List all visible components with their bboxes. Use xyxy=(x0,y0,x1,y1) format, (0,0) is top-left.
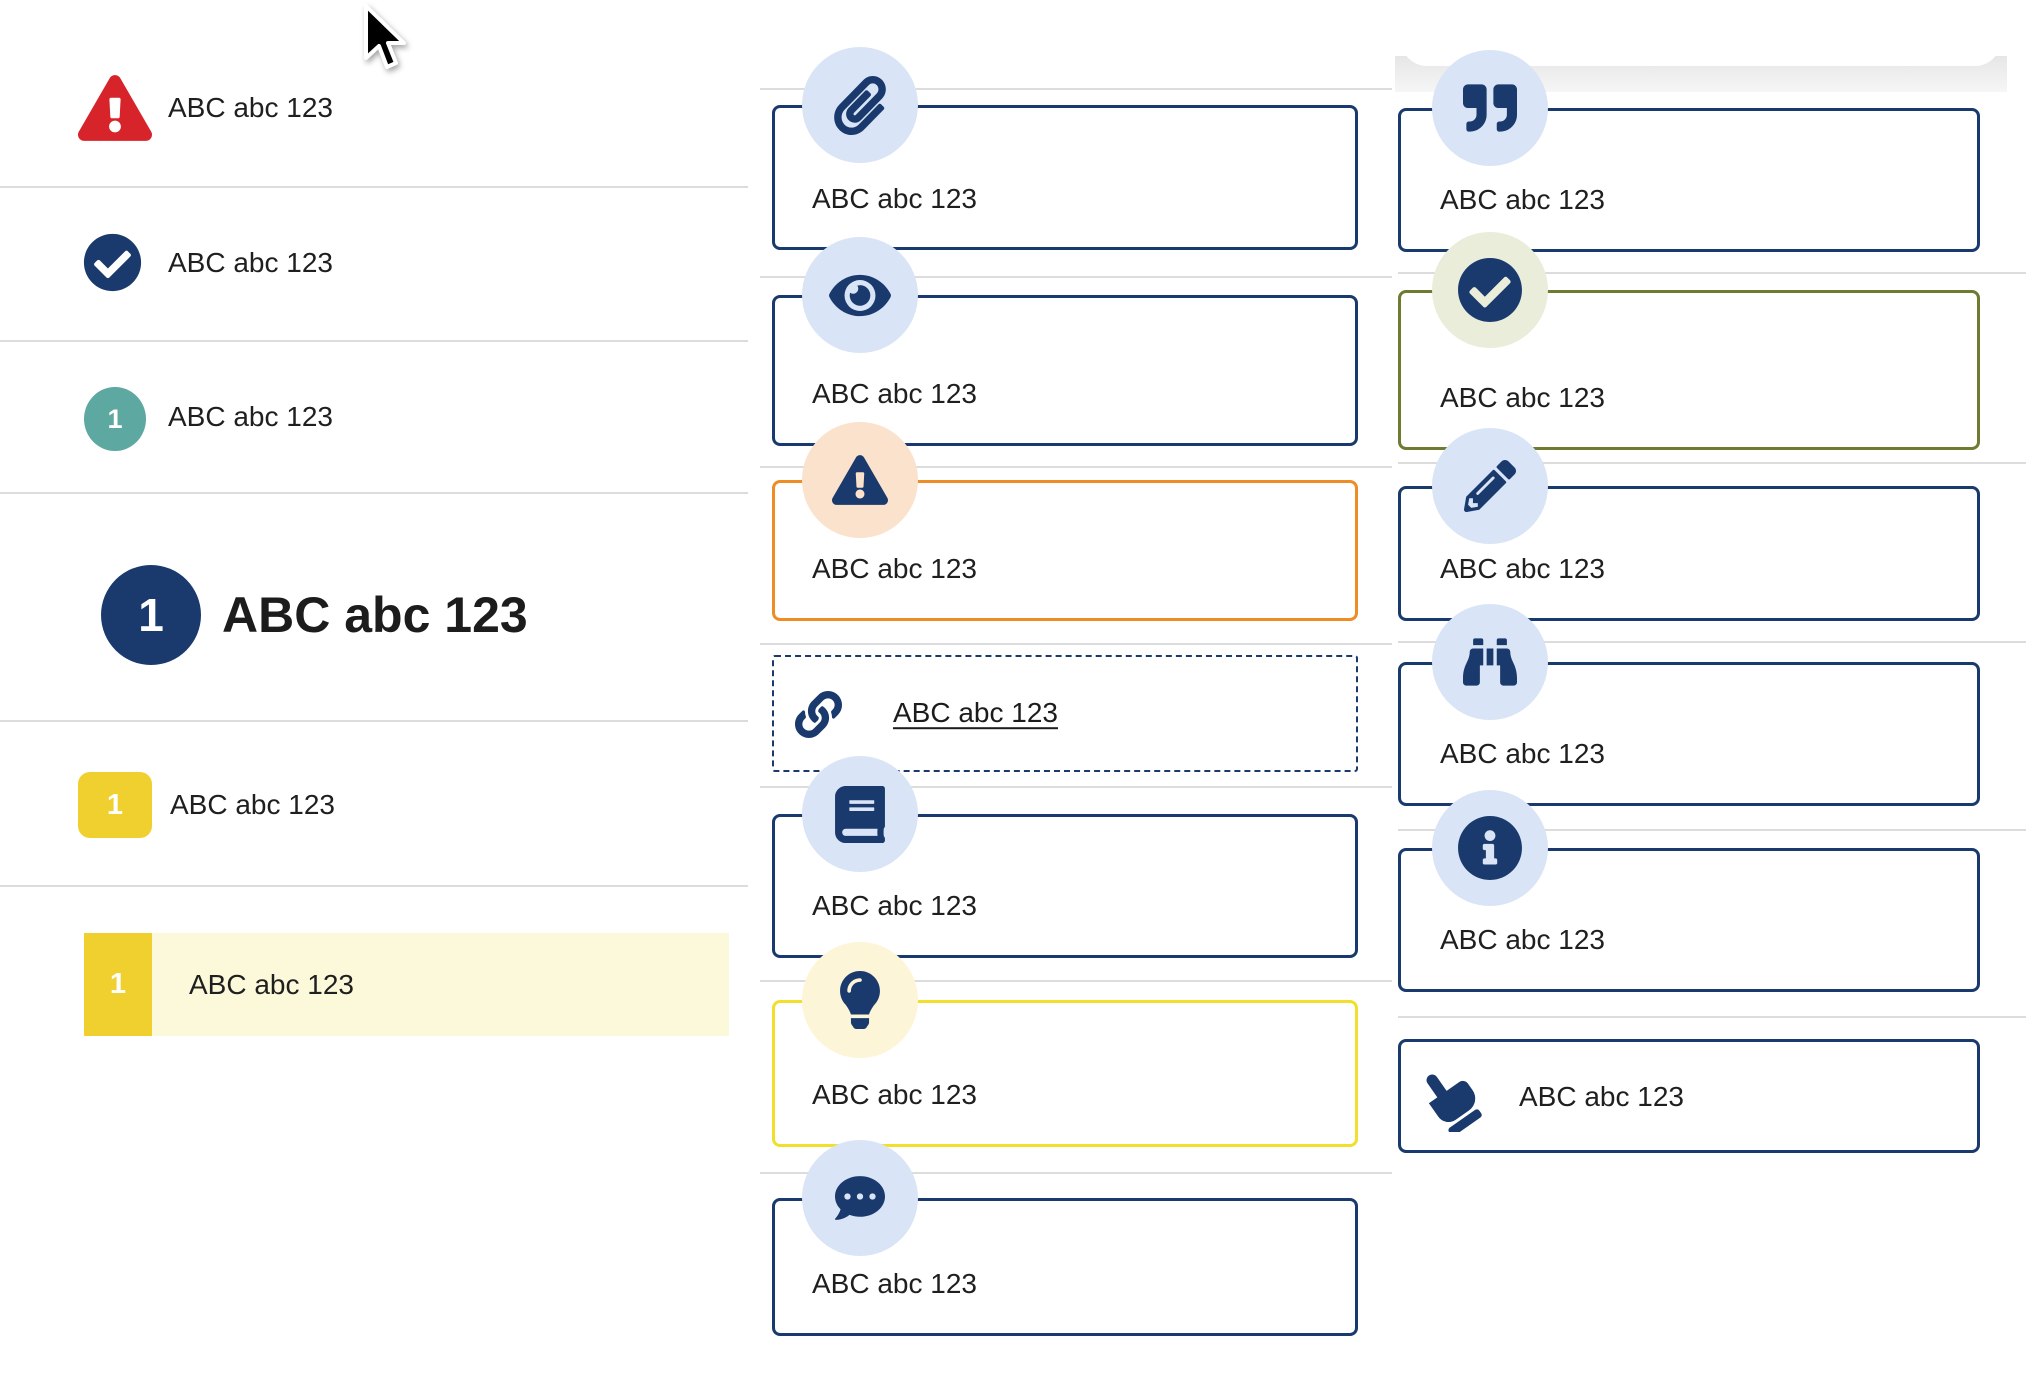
row-separator xyxy=(760,88,1392,90)
row-separator xyxy=(760,276,1392,278)
icon-circle xyxy=(802,47,918,163)
quote-icon xyxy=(1463,84,1517,132)
pointer-card xyxy=(1398,1039,1980,1153)
callout-label: ABC abc 123 xyxy=(812,183,977,215)
row-separator xyxy=(1398,829,2026,831)
icon-circle xyxy=(802,422,918,538)
binoculars-icon xyxy=(1463,638,1517,686)
callout-link[interactable]: ABC abc 123 xyxy=(893,697,1058,729)
divider xyxy=(0,492,748,494)
number-badge-square: 1 xyxy=(84,933,152,1036)
callout-label: ABC abc 123 xyxy=(812,1079,977,1111)
callout-label: ABC abc 123 xyxy=(1440,553,1605,585)
list-item-label: ABC abc 123 xyxy=(168,401,333,433)
book-icon xyxy=(835,785,885,843)
callout-label: ABC abc 123 xyxy=(812,553,977,585)
icon-circle xyxy=(802,756,918,872)
number-badge: 1 xyxy=(84,387,146,451)
row-separator xyxy=(1398,462,2026,464)
row-separator xyxy=(1398,272,2026,274)
divider xyxy=(0,340,748,342)
callout-label: ABC abc 123 xyxy=(812,890,977,922)
check-circle-icon xyxy=(83,233,142,292)
list-item-label: ABC abc 123 xyxy=(170,789,335,821)
callout-label: ABC abc 123 xyxy=(1440,382,1605,414)
divider xyxy=(0,720,748,722)
icon-circle xyxy=(802,1140,918,1256)
list-item-title: ABC abc 123 xyxy=(222,587,528,643)
callout-label: ABC abc 123 xyxy=(812,378,977,410)
warning-triangle-icon xyxy=(832,455,888,505)
list-item-label: ABC abc 123 xyxy=(168,92,333,124)
hand-point-icon xyxy=(1426,1074,1482,1132)
row-separator xyxy=(760,786,1392,788)
row-separator xyxy=(760,980,1392,982)
pencil-icon xyxy=(1464,460,1516,512)
check-circle-icon xyxy=(1458,258,1522,322)
row-separator xyxy=(760,466,1392,468)
icon-circle xyxy=(1432,790,1548,906)
list-item-label: ABC abc 123 xyxy=(168,247,333,279)
callout-label: ABC abc 123 xyxy=(1440,924,1605,956)
row-separator xyxy=(1398,641,2026,643)
divider xyxy=(0,885,748,887)
warning-triangle-icon xyxy=(78,75,152,141)
comment-dots-icon xyxy=(835,1176,885,1220)
icon-circle xyxy=(1432,604,1548,720)
list-item-highlighted: 1 ABC abc 123 xyxy=(84,933,729,1036)
callout-label: ABC abc 123 xyxy=(1440,738,1605,770)
link-icon xyxy=(795,691,842,738)
lightbulb-icon xyxy=(840,971,880,1029)
callout-label: ABC abc 123 xyxy=(812,1268,977,1300)
eye-icon xyxy=(829,274,891,316)
divider xyxy=(0,186,748,188)
icon-circle xyxy=(802,237,918,353)
row-separator xyxy=(760,1172,1392,1174)
number-badge-square: 1 xyxy=(78,772,152,838)
link-card[interactable] xyxy=(772,655,1358,772)
mouse-cursor-icon xyxy=(364,4,406,69)
row-separator xyxy=(1398,1016,2026,1018)
number-badge-large: 1 xyxy=(101,565,201,665)
info-circle-icon xyxy=(1458,816,1522,880)
icon-circle xyxy=(1432,50,1548,166)
icon-circle xyxy=(1432,428,1548,544)
callout-label: ABC abc 123 xyxy=(1440,184,1605,216)
callout-label: ABC abc 123 xyxy=(1519,1081,1684,1113)
list-item-label: ABC abc 123 xyxy=(189,969,354,1001)
paperclip-icon xyxy=(834,75,886,135)
row-separator xyxy=(760,643,1392,645)
icon-circle xyxy=(1432,232,1548,348)
icon-circle xyxy=(802,942,918,1058)
